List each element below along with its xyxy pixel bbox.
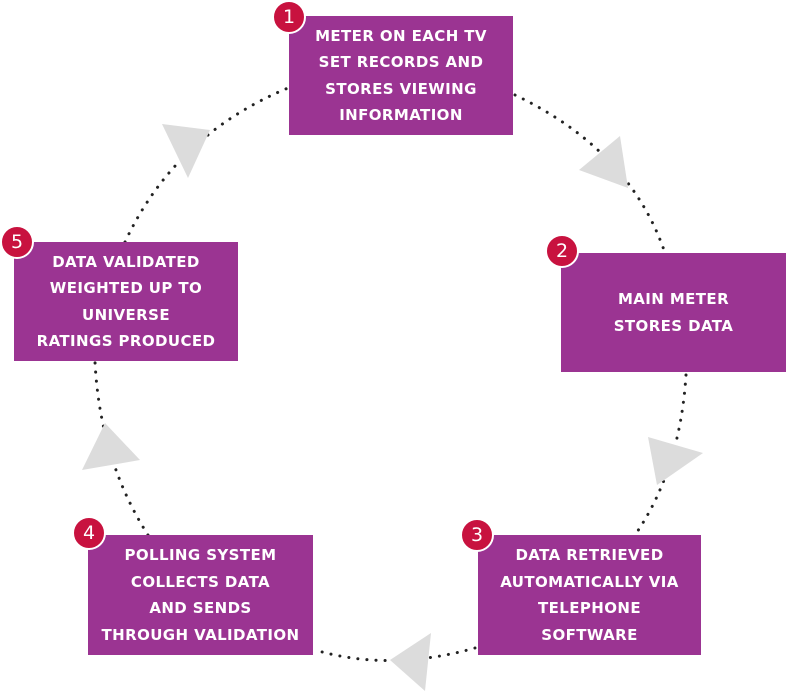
step-5-box: DATA VALIDATED WEIGHTED UP TO UNIVERSE R… [14,242,238,361]
step-5-text: DATA VALIDATED WEIGHTED UP TO UNIVERSE R… [36,252,216,351]
arrow-head-3-to-4 [390,633,431,691]
step-1-text: METER ON EACH TV SET RECORDS AND STORES … [315,26,487,125]
step-2-number-badge: 2 [545,234,579,268]
connector-3-to-4 [313,646,477,663]
step-1-number-badge: 1 [272,0,306,34]
step-3-box: DATA RETRIEVED AUTOMATICALLY VIA TELEPHO… [478,535,701,655]
arrow-head-4-to-5 [82,423,140,470]
step-4-number-badge: 4 [72,516,106,550]
step-1-box: METER ON EACH TV SET RECORDS AND STORES … [289,16,513,135]
arrow-head-2-to-3 [648,437,703,485]
step-5-number-badge: 5 [0,225,34,259]
step-3-number-badge: 3 [460,518,494,552]
step-4-text: POLLING SYSTEM COLLECTS DATA AND SENDS T… [101,546,300,644]
arrow-head-5-to-1 [162,124,210,178]
direction-arrows [82,124,703,691]
step-2-box: MAIN METER STORES DATA [561,253,786,372]
connector-5-to-1 [123,86,290,244]
step-3-text: DATA RETRIEVED AUTOMATICALLY VIA TELEPHO… [500,546,679,644]
arrow-head-1-to-2 [579,136,628,188]
step-2-text: MAIN METER STORES DATA [613,290,734,335]
step-4-box: POLLING SYSTEM COLLECTS DATA AND SENDS T… [88,535,313,655]
